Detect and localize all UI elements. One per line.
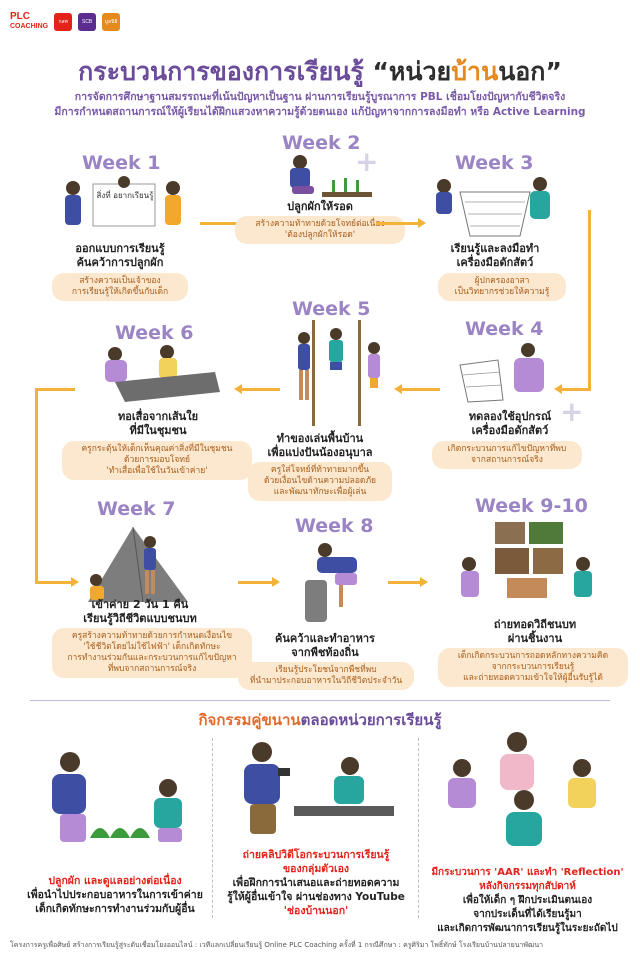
week-4-illustration bbox=[458, 340, 558, 405]
week-9-10-activity: ถ่ายทอดวิถีชนบท ผ่านชิ้นงาน bbox=[493, 618, 577, 645]
arrow-right-icon bbox=[388, 577, 428, 587]
plus-decoration-icon: + bbox=[560, 395, 584, 428]
week-1-activity: ออกแบบการเรียนรู้ ค้นคว้าการปลูกผัก bbox=[75, 242, 165, 269]
week-3-label: Week 3 bbox=[455, 152, 534, 174]
footer-text: โครงการครูเพื่อศิษย์ สร้างการเรียนรู้สู่… bbox=[10, 941, 544, 949]
week-8-illustration bbox=[295, 540, 375, 625]
week-2-illustration bbox=[262, 152, 382, 200]
connector-line bbox=[35, 388, 75, 391]
arrow-right-icon bbox=[35, 577, 79, 587]
week-5-label: Week 5 bbox=[292, 298, 371, 320]
parallel-2-text: ถ่ายคลิปวิดีโอกระบวนการเรียนรู้ ของกลุ่ม… bbox=[227, 849, 405, 917]
week-1-sign-text: สิ่งที่ อยากเรียนรู้ bbox=[96, 191, 154, 200]
week-7-illustration bbox=[78, 522, 203, 607]
logo-row: PLC COACHING กสศ SCB มูลนิธิ bbox=[10, 11, 121, 32]
kss-logo: กสศ bbox=[54, 13, 73, 31]
arrow-left-icon bbox=[554, 384, 591, 394]
week-6-note: ครูกระตุ้นให้เด็กเห็นคุณค่าสิ่งที่มีในชุ… bbox=[62, 441, 252, 480]
week-9-10-label: Week 9-10 bbox=[475, 495, 588, 517]
week-1-illustration bbox=[55, 172, 190, 242]
week-4-label: Week 4 bbox=[465, 318, 544, 340]
page-subtitle: การจัดการศึกษาฐานสมรรถนะที่เน้นปัญหาเป็น… bbox=[54, 91, 586, 118]
week-7-label: Week 7 bbox=[97, 498, 176, 520]
connector-line bbox=[588, 210, 591, 390]
week-4-note: เกิดกระบวนการแก้ไขปัญหาที่พบ จากสถานการณ… bbox=[432, 441, 582, 469]
week-3-activity: เรียนรู้และลงมือทำ เครื่องมือดักสัตว์ bbox=[450, 242, 540, 269]
column-divider bbox=[212, 738, 213, 918]
week-2-activity: ปลูกผักให้รอด bbox=[287, 200, 353, 213]
foundation-logo: มูลนิธิ bbox=[102, 13, 121, 31]
week-5-illustration bbox=[290, 318, 390, 428]
week-8-label: Week 8 bbox=[295, 515, 374, 537]
week-8-activity: ค้นคว้าและทำอาหาร จากพืชท้องถิ่น bbox=[275, 632, 375, 659]
week-6-label: Week 6 bbox=[115, 322, 194, 344]
parallel-1-text: ปลูกผัก และดูแลอย่างต่อเนื่อง เพื่อนำไปป… bbox=[27, 875, 203, 915]
week-1-label: Week 1 bbox=[82, 152, 161, 174]
week-9-10-note: เด็กเกิดกระบวนการถอดหลักทางความคิด จากกร… bbox=[438, 648, 628, 687]
connector-line bbox=[35, 388, 38, 583]
week-9-10-illustration bbox=[455, 518, 605, 610]
week-1-note: สร้างความเป็นเจ้าของ การเรียนรู้ให้เกิดข… bbox=[52, 273, 188, 301]
week-4-activity: ทดลองใช้อุปกรณ์ เครื่องมือดักสัตว์ bbox=[468, 410, 552, 437]
week-7-activity: เข้าค่าย 2 วัน 1 คืน เรียนรู้วิถีชีวิตแบ… bbox=[83, 598, 197, 625]
arrow-left-icon bbox=[394, 384, 440, 394]
week-6-illustration bbox=[95, 342, 225, 407]
parallel-3-text: มีกระบวนการ 'AAR' และทำ 'Reflection' หลั… bbox=[431, 867, 624, 934]
week-3-note: ผู้ปกครองอาสา เป็นวิทยากรช่วยให้ความรู้ bbox=[438, 273, 566, 301]
week-5-note: ครูใส่โจทย์ที่ท้าทายมากขึ้น ด้วยเงื่อนไข… bbox=[248, 462, 392, 501]
week-8-note: เรียนรู้ประโยชน์จากพืชที่พบ ที่นำมาประกอ… bbox=[238, 662, 414, 690]
scb-logo: SCB bbox=[78, 13, 97, 31]
arrow-right-icon bbox=[238, 577, 280, 587]
week-2-note: สร้างความท้าทายด้วยโจทย์ต่อเนื่อง 'ต้องป… bbox=[235, 216, 405, 244]
parallel-3-illustration bbox=[432, 728, 612, 853]
week-3-illustration bbox=[430, 172, 560, 242]
week-6-activity: ทอเสื่อจากเส้นใย ที่มีในชุมชน bbox=[117, 410, 199, 437]
parallel-section-title: กิจกรรมคู่ขนานตลอดหน่วยการเรียนรู้ bbox=[198, 711, 442, 729]
parallel-2-illustration bbox=[228, 738, 408, 838]
column-divider bbox=[418, 738, 419, 918]
parallel-1-illustration bbox=[30, 748, 200, 858]
week-5-activity: ทำของเล่นพื้นบ้าน เพื่อแบ่งปันน้องอนุบาล bbox=[267, 432, 373, 459]
page-title: กระบวนการของการเรียนรู้ “หน่วยบ้านนอก” bbox=[78, 57, 562, 86]
plc-coaching-logo: PLC COACHING bbox=[10, 11, 49, 31]
arrow-left-icon bbox=[234, 384, 280, 394]
week-7-note: ครูสร้างความท้าทายด้วยการกำหนดเงื่อนไข '… bbox=[52, 628, 252, 678]
plus-decoration-icon: + bbox=[355, 145, 379, 178]
section-divider bbox=[30, 700, 610, 701]
week-2-label: Week 2 bbox=[282, 132, 361, 154]
arrow-right-icon bbox=[376, 218, 426, 228]
